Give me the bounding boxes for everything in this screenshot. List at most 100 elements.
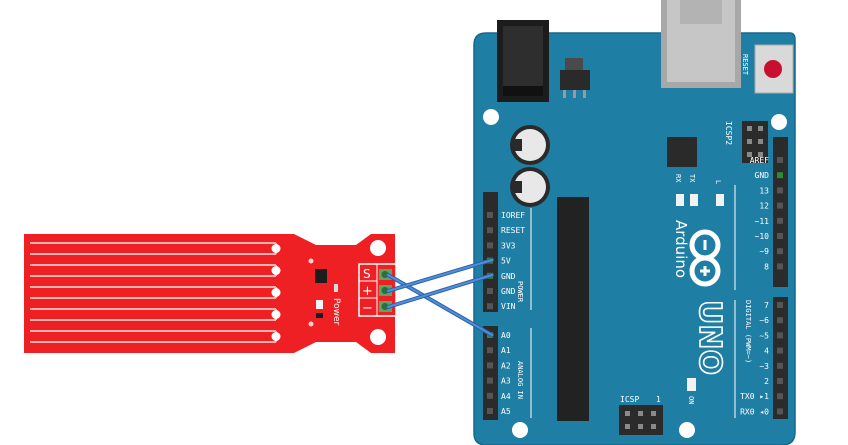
icsp-pin-1-label: 1 bbox=[656, 395, 661, 404]
icsp2-header bbox=[742, 121, 768, 163]
sensor-body bbox=[24, 234, 395, 353]
digital-pin[interactable] bbox=[777, 332, 783, 339]
digital-pin-label: 13 bbox=[759, 186, 769, 195]
power-pin-label: GND bbox=[501, 287, 516, 296]
reset-button-icon[interactable] bbox=[764, 60, 782, 78]
digital-pin-label: RX0 ◂0 bbox=[740, 407, 769, 416]
tx-led bbox=[690, 194, 698, 206]
terminal-s-label: S bbox=[363, 267, 371, 281]
digital-label: DIGITAL (PWM=~) bbox=[744, 300, 752, 363]
wires bbox=[386, 258, 494, 337]
capacitor bbox=[510, 167, 550, 207]
digital-pin-label: AREF bbox=[750, 156, 769, 165]
digital-pin[interactable] bbox=[777, 233, 783, 239]
sensor-via bbox=[271, 244, 281, 253]
analog-pin[interactable] bbox=[487, 362, 493, 369]
digital-pin[interactable] bbox=[777, 172, 783, 179]
digital-pin-label: ~6 bbox=[759, 316, 769, 325]
power-pin[interactable] bbox=[487, 303, 493, 310]
digital-pin-label: ~10 bbox=[755, 232, 770, 241]
on-led bbox=[687, 378, 696, 391]
digital-header-upper bbox=[773, 137, 788, 287]
digital-pin[interactable] bbox=[777, 362, 783, 369]
power-pin-label: 5V bbox=[501, 257, 511, 266]
digital-pin[interactable] bbox=[777, 378, 783, 384]
arduino-brand: Arduino bbox=[672, 220, 690, 278]
digital-pin[interactable] bbox=[777, 347, 783, 354]
digital-pin-label: 2 bbox=[764, 377, 769, 386]
l-led bbox=[716, 194, 724, 206]
digital-pin-label: TX0 ▸1 bbox=[740, 392, 769, 401]
analog-pin[interactable] bbox=[487, 392, 493, 399]
reset-button[interactable] bbox=[754, 44, 794, 94]
digital-pin-label: GND bbox=[755, 171, 770, 180]
arduino-uno-board: RESET ICSP2 RX TX L ON Arduin bbox=[473, 0, 796, 445]
power-pin-label: VIN bbox=[501, 302, 516, 311]
power-pin[interactable] bbox=[487, 227, 493, 234]
reset-label: RESET bbox=[741, 54, 749, 76]
sensor-mount-hole bbox=[370, 240, 386, 256]
infinity-logo-icon bbox=[689, 229, 721, 287]
mounting-hole bbox=[483, 109, 499, 125]
board-body bbox=[473, 32, 796, 445]
icsp2-label: ICSP2 bbox=[724, 121, 733, 145]
power-pin[interactable] bbox=[487, 288, 493, 294]
digital-pin[interactable] bbox=[777, 408, 783, 415]
icsp-header bbox=[619, 405, 663, 435]
capacitor bbox=[510, 125, 550, 165]
sensor-via bbox=[271, 310, 281, 319]
board-model: UNO bbox=[692, 300, 727, 375]
digital-pin-label: 7 bbox=[764, 301, 769, 310]
analog-pin[interactable] bbox=[487, 408, 493, 414]
rx-label: RX bbox=[674, 174, 682, 183]
tx-label: TX bbox=[688, 174, 696, 183]
digital-pin[interactable] bbox=[777, 263, 783, 270]
digital-pin[interactable] bbox=[777, 202, 783, 209]
digital-pin-label: 12 bbox=[759, 202, 769, 211]
sensor-power-label: Power bbox=[331, 298, 341, 326]
analog-header bbox=[483, 326, 498, 420]
terminal-minus-label: − bbox=[362, 301, 373, 316]
analog-pin-label: A3 bbox=[501, 377, 511, 386]
analog-pin-label: A2 bbox=[501, 361, 511, 370]
sensor-led bbox=[316, 300, 323, 309]
analog-pin-label: A4 bbox=[501, 392, 511, 401]
analog-in-label: ANALOG IN bbox=[516, 361, 524, 399]
analog-pin-label: A0 bbox=[501, 331, 511, 340]
sensor-via bbox=[271, 332, 281, 341]
power-pin[interactable] bbox=[487, 242, 493, 249]
analog-pin[interactable] bbox=[487, 347, 493, 354]
digital-pin[interactable] bbox=[777, 302, 783, 308]
icsp-label: ICSP bbox=[620, 395, 639, 404]
digital-pin[interactable] bbox=[777, 248, 783, 255]
mounting-hole bbox=[512, 422, 528, 438]
digital-pin[interactable] bbox=[777, 317, 783, 324]
voltage-regulator bbox=[560, 58, 590, 98]
analog-pin-label: A5 bbox=[501, 407, 511, 416]
digital-pin-label: ~3 bbox=[759, 362, 769, 371]
power-label: POWER bbox=[516, 281, 524, 303]
power-pin[interactable] bbox=[487, 212, 493, 218]
mounting-hole bbox=[679, 422, 695, 438]
water-level-sensor: Power S + − bbox=[24, 234, 397, 353]
digital-pin-label: ~5 bbox=[759, 331, 769, 340]
on-label: ON bbox=[687, 396, 695, 404]
power-pin-label: RESET bbox=[501, 226, 525, 235]
digital-pin[interactable] bbox=[777, 187, 783, 194]
sensor-via bbox=[271, 266, 281, 275]
sensor-mount-hole bbox=[370, 329, 386, 345]
usb-chip bbox=[667, 137, 697, 167]
mounting-hole bbox=[771, 114, 787, 130]
digital-pin-label: ~9 bbox=[759, 247, 769, 256]
digital-pin[interactable] bbox=[777, 393, 783, 400]
sensor-via bbox=[271, 288, 281, 297]
digital-header-lower bbox=[773, 297, 788, 419]
power-pin-label: 3V3 bbox=[501, 241, 516, 250]
terminal-plus-label: + bbox=[362, 284, 373, 299]
power-pin-label: IOREF bbox=[501, 211, 525, 220]
digital-pin[interactable] bbox=[777, 157, 783, 163]
digital-pin[interactable] bbox=[777, 217, 783, 224]
analog-pin[interactable] bbox=[487, 377, 493, 384]
rx-led bbox=[676, 194, 684, 206]
